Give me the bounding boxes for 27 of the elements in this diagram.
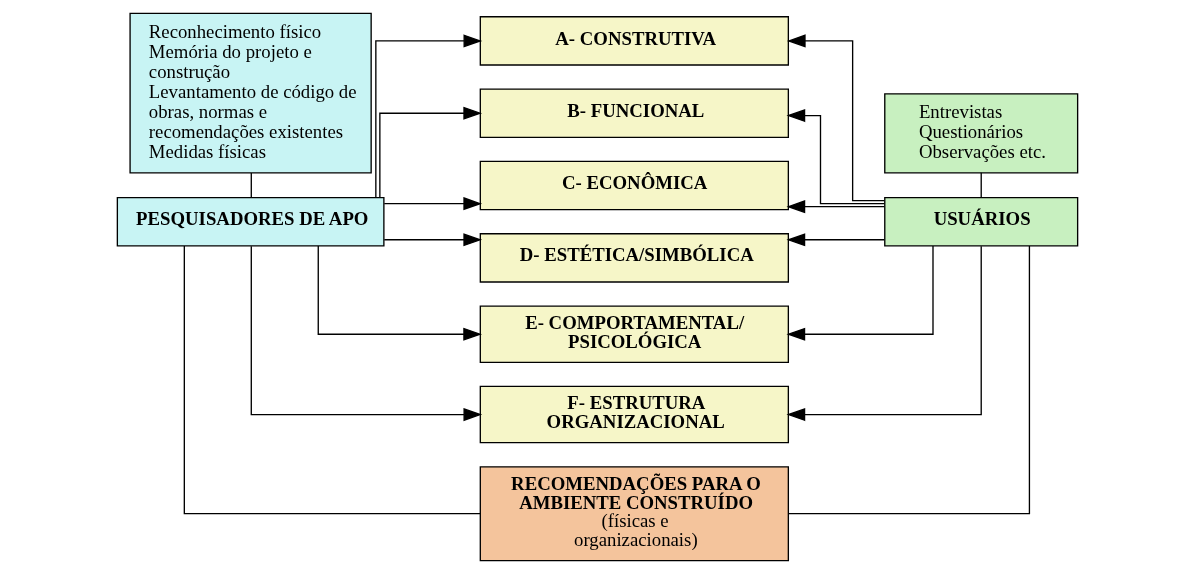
arrow xyxy=(250,245,483,422)
node-box: F- ESTRUTURA ORGANIZACIONAL xyxy=(479,385,789,444)
arrow xyxy=(786,245,934,341)
arrow xyxy=(786,109,886,205)
arrow xyxy=(317,245,483,341)
node-box: C- ECONÔMICA xyxy=(479,160,789,211)
connector xyxy=(980,172,982,198)
node-box: RECOMENDAÇÕES PARA O AMBIENTE CONSTRUÍDO (físicas e organizacionais) xyxy=(479,466,789,562)
node-box: Entrevistas Questionários Observações etc. xyxy=(884,93,1079,174)
arrow xyxy=(383,197,483,211)
node-box: A- CONSTRUTIVA xyxy=(479,16,789,66)
node-box: PESQUISADORES DE APO xyxy=(116,196,385,247)
connector xyxy=(788,245,1031,515)
node-box: B- FUNCIONAL xyxy=(479,88,789,138)
node-box: E- COMPORTAMENTAL/ PSICOLÓGICA xyxy=(479,305,789,363)
arrow xyxy=(786,233,885,247)
node-box: USUÁRIOS xyxy=(884,196,1079,247)
connector xyxy=(183,245,481,515)
connector xyxy=(250,172,252,199)
node-box: D- ESTÉTICA/SIMBÓLICA xyxy=(479,233,789,283)
arrow xyxy=(786,200,885,214)
arrow xyxy=(786,34,886,202)
node-box: Reconhecimento físico Memória do projeto e construção Levantamento de código de obras, normas e recomendações existentes Medidas físicas xyxy=(129,12,372,174)
arrow xyxy=(375,34,483,198)
arrow xyxy=(383,233,483,247)
arrow xyxy=(786,245,982,422)
arrow xyxy=(379,106,483,198)
